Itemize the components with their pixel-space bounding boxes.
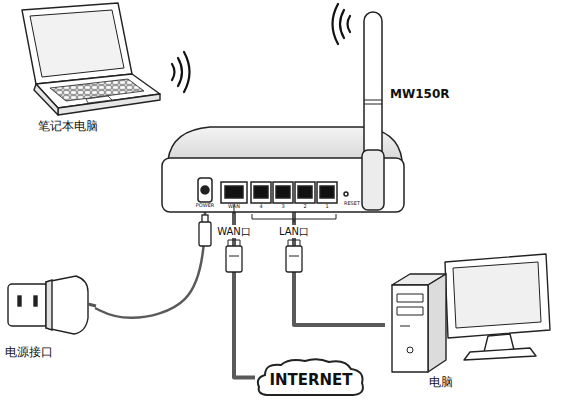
node-label: MW150R	[390, 88, 449, 102]
laptop-drawing	[22, 3, 160, 115]
antenna	[362, 12, 384, 210]
wireless-waves	[172, 4, 350, 92]
cloud-outline	[258, 359, 363, 395]
laptop-node: 笔记本电脑	[0, 0, 165, 140]
node-label: INTERNET	[269, 372, 352, 389]
router-node: MW150R	[160, 10, 453, 212]
power-adapter-node: 电源接口	[5, 268, 95, 362]
port-label: POWER	[196, 203, 215, 209]
port-label: 3	[281, 204, 284, 210]
router-drawing	[162, 127, 404, 223]
node-label: 电脑	[429, 376, 453, 390]
port-label: 2	[303, 204, 306, 210]
internet-cloud: INTERNET	[255, 357, 367, 398]
port-group-label: WAN口	[215, 225, 253, 238]
cable-plugs	[199, 215, 302, 272]
port-label: WAN	[228, 204, 240, 210]
computer-drawing	[392, 254, 550, 372]
port-label: 4	[259, 204, 262, 210]
power-adapter-drawing	[8, 276, 96, 334]
node-label: 电源接口	[5, 346, 53, 360]
node-label: 笔记本电脑	[38, 120, 98, 134]
cable	[95, 212, 205, 318]
port-group-label: LAN口	[277, 225, 311, 238]
port-label: 1	[325, 204, 328, 210]
computer-node: 电脑	[385, 250, 557, 395]
port-label: RESET	[344, 201, 360, 207]
